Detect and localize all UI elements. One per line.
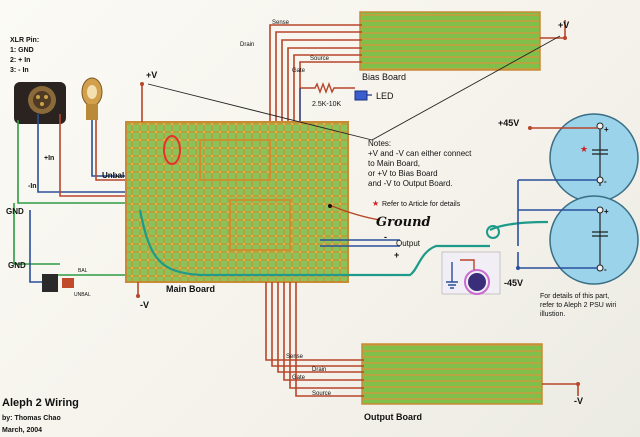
notes-block: Notes: +V and -V can either connect to M… [368, 139, 472, 208]
cap-sign-1: + [604, 125, 609, 134]
cap-star-icon: ★ [580, 144, 588, 154]
cap-sign-3: + [604, 207, 609, 216]
out-minus-v-node [576, 382, 580, 386]
output-wires [320, 239, 400, 247]
xlr-header: XLR Pin: [10, 37, 39, 44]
psu-minus-node [516, 266, 520, 270]
bias-plus-v-label: +V [558, 20, 569, 30]
ground-wire [331, 205, 381, 221]
out-sense-label: Sense [286, 354, 304, 360]
output-plus-label: + [394, 250, 399, 260]
out-minus-v-label: -V [574, 396, 583, 406]
ground-terminal [441, 251, 501, 295]
xlr-pin-1: 1: GND [10, 47, 34, 54]
input-wires [13, 114, 130, 283]
psu-note-line-2: refer to Aleph 2 PSU wiri [540, 302, 617, 309]
psu-plus-node [528, 126, 532, 130]
output-minus-label: - [384, 232, 387, 242]
bias-drain-label: Drain [240, 42, 254, 48]
psu-note-line-1: For details of this part, [540, 293, 609, 300]
xlr-pin-3: 3: - In [10, 67, 29, 74]
led-label: LED [376, 91, 394, 101]
notes-line-2: to Main Board, [368, 159, 420, 168]
note-arrows [147, 35, 561, 141]
gnd-lower-label: GND [8, 261, 26, 270]
switch-bal-label: BAL [78, 268, 88, 274]
output-label: Output [396, 239, 421, 248]
bias-sense-label: Sense [272, 20, 290, 26]
plus-in-label: +In [44, 155, 54, 162]
ground-handwritten: Ground [376, 215, 431, 230]
bias-gate-label: Gate [292, 68, 306, 74]
bias-plus-v-node [563, 36, 567, 40]
main-minus-v-node [136, 294, 140, 298]
main-plus-v-node [140, 82, 144, 86]
psu-note-line-3: illustion. [540, 311, 565, 318]
minus-in-label: -In [28, 183, 37, 190]
bal-unbal-switch [42, 274, 74, 292]
psu-wires [517, 127, 598, 269]
title-author: by: Thomas Chao [2, 415, 61, 422]
cap-sign-4: - [604, 265, 607, 274]
notes-line-1: +V and -V can either connect [368, 149, 472, 158]
psu-minus-45-label: -45V [504, 278, 523, 288]
cap-sign-2: - [604, 177, 607, 186]
notes-line-3: or +V to Bias Board [368, 169, 438, 178]
output-board-label: Output Board [364, 412, 422, 422]
bias-source-label: Source [310, 56, 330, 62]
ground-loop-node [486, 225, 500, 239]
output-board-wires [265, 282, 364, 397]
psu-capacitors: ★ [549, 113, 639, 285]
xlr-jack-photo [14, 82, 66, 124]
rca-jack-photo [81, 77, 103, 120]
notes-line-4: and -V to Output Board. [368, 179, 453, 188]
led-symbol [354, 90, 368, 101]
ground-point [328, 204, 332, 208]
output-board [361, 343, 543, 405]
main-board-label: Main Board [166, 284, 215, 294]
out-drain-label: Drain [312, 367, 326, 373]
out-gate-label: Gate [292, 375, 306, 381]
resistor-label: 2.5K-10K [312, 101, 342, 108]
out-source-label: Source [312, 391, 332, 397]
main-minus-v-label: -V [140, 300, 149, 310]
resistor-symbol [300, 82, 355, 94]
title-main: Aleph 2 Wiring [2, 397, 79, 409]
notes-star-line: Refer to Article for details [382, 201, 461, 208]
switch-unbal-label: UNBAL [74, 292, 91, 298]
bias-board-label: Bias Board [362, 72, 406, 82]
title-date: March, 2004 [2, 427, 42, 434]
ground-loop-wire [138, 209, 549, 277]
main-board [125, 121, 349, 283]
bias-board [359, 11, 541, 71]
notes-title: Notes: [368, 139, 391, 148]
main-plus-v-label: +V [146, 70, 157, 80]
gnd-upper-label: GND [6, 207, 24, 216]
xlr-pin-2: 2: + In [10, 57, 30, 64]
psu-plus-45-label: +45V [498, 118, 519, 128]
star-icon: ★ [372, 199, 379, 208]
out-minus-v-wire [542, 383, 579, 396]
unbal-label: Unbal [102, 171, 124, 180]
